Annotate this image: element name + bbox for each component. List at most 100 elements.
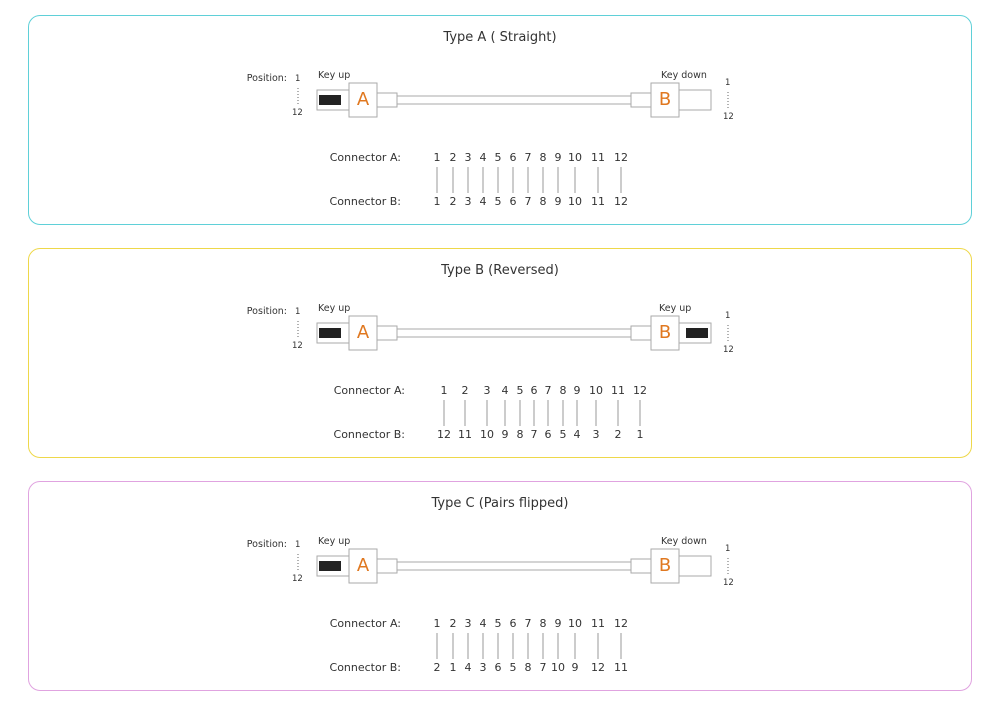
connector-a-pin: 7	[524, 617, 532, 630]
position-label: Position:	[246, 539, 287, 550]
connector-b-pin: 9	[571, 661, 579, 674]
connector-b-pin: 3	[592, 428, 600, 441]
connector-a-pin: 9	[573, 384, 581, 397]
right-neck	[630, 92, 652, 108]
connector-b-pin: 12	[591, 661, 605, 674]
right-pos-top: 1	[725, 311, 731, 321]
connector-a-pin: 1	[440, 384, 448, 397]
connector-a-pin: 8	[539, 151, 547, 164]
left-neck	[376, 558, 398, 574]
left-pos-top: 1	[295, 540, 301, 550]
connector-a-pin: 5	[516, 384, 524, 397]
connector-a-pin: 6	[509, 151, 517, 164]
connector-b-pin: 12	[437, 428, 451, 441]
left-connector-body	[348, 315, 378, 351]
connector-a-pin: 8	[539, 617, 547, 630]
right-key-label: Key down	[661, 70, 707, 81]
connector-a-pin: 3	[483, 384, 491, 397]
connector-a-pin: 3	[464, 617, 472, 630]
connector-b-pin: 11	[458, 428, 472, 441]
connector-b-pin: 4	[573, 428, 581, 441]
connector-a-pin: 11	[591, 151, 605, 164]
right-key-label: Key down	[661, 536, 707, 547]
connector-a-pin: 8	[559, 384, 567, 397]
connector-b-pin: 2	[433, 661, 441, 674]
connector-letter-b: B	[658, 322, 672, 343]
connector-b-pin: 10	[480, 428, 494, 441]
connector-b-pin: 5	[559, 428, 567, 441]
connector-a-pin: 9	[554, 151, 562, 164]
connector-a-pin: 4	[501, 384, 509, 397]
connector-a-pin: 12	[614, 151, 628, 164]
connector-b-pin: 5	[494, 195, 502, 208]
cable	[396, 561, 632, 571]
connector-a-pin: 7	[544, 384, 552, 397]
connector-a-pin: 4	[479, 151, 487, 164]
left-pos-bottom: 12	[292, 341, 303, 351]
connector-b-pin: 12	[614, 195, 628, 208]
connector-a-pin: 10	[568, 617, 582, 630]
panel-title: Type A ( Straight)	[443, 30, 557, 45]
right-pos-top: 1	[725, 78, 731, 88]
connector-letter-a: A	[356, 322, 370, 343]
right-neck	[630, 558, 652, 574]
right-pos-bottom: 12	[723, 578, 734, 588]
left-pos-bottom: 12	[292, 108, 303, 118]
connector-b-pin: 10	[551, 661, 565, 674]
left-pos-top: 1	[295, 307, 301, 317]
left-key-label: Key up	[318, 303, 351, 314]
connector-a-pin: 2	[449, 617, 457, 630]
connector-a-pin: 2	[461, 384, 469, 397]
cable-diagram	[297, 548, 729, 659]
connector-a-pin: 9	[554, 617, 562, 630]
connector-a-pin: 6	[509, 617, 517, 630]
connector-b-pin: 6	[544, 428, 552, 441]
left-ferrule-black	[319, 95, 341, 105]
connector-b-pin: 3	[464, 195, 472, 208]
connector-letter-b: B	[658, 89, 672, 110]
connector-letter-b: B	[658, 555, 672, 576]
connector-a-pin: 7	[524, 151, 532, 164]
connector-b-pin: 4	[479, 195, 487, 208]
right-key-label: Key up	[659, 303, 692, 314]
connector-b-pin: 7	[539, 661, 547, 674]
connector-b-label: Connector B:	[329, 195, 401, 208]
left-key-label: Key up	[318, 536, 351, 547]
connector-b-pin: 10	[568, 195, 582, 208]
connector-a-label: Connector A:	[333, 384, 405, 397]
right-boot	[678, 555, 712, 577]
connector-a-pin: 6	[530, 384, 538, 397]
connector-b-pin: 2	[449, 195, 457, 208]
connector-a-label: Connector A:	[329, 151, 401, 164]
left-pos-bottom: 12	[292, 574, 303, 584]
connector-b-pin: 1	[636, 428, 644, 441]
connector-a-pin: 1	[433, 151, 441, 164]
connector-b-pin: 7	[524, 195, 532, 208]
connector-a-pin: 5	[494, 617, 502, 630]
left-key-label: Key up	[318, 70, 351, 81]
left-neck	[376, 325, 398, 341]
connector-a-pin: 12	[633, 384, 647, 397]
left-pos-top: 1	[295, 74, 301, 84]
left-neck	[376, 92, 398, 108]
connector-b-pin: 1	[449, 661, 457, 674]
connector-b-label: Connector B:	[329, 661, 401, 674]
right-connector-body	[650, 548, 680, 584]
connector-a-pin: 5	[494, 151, 502, 164]
connector-a-pin: 4	[479, 617, 487, 630]
connector-b-label: Connector B:	[333, 428, 405, 441]
connector-b-pin: 9	[554, 195, 562, 208]
connector-b-pin: 2	[614, 428, 622, 441]
right-boot	[678, 89, 712, 111]
position-label: Position:	[246, 306, 287, 317]
connector-b-pin: 7	[530, 428, 538, 441]
connector-b-pin: 6	[494, 661, 502, 674]
right-pos-top: 1	[725, 544, 731, 554]
position-label: Position:	[246, 73, 287, 84]
connector-a-pin: 11	[611, 384, 625, 397]
cable	[396, 328, 632, 338]
cable-diagram	[297, 315, 729, 426]
cable-diagram	[297, 82, 729, 193]
